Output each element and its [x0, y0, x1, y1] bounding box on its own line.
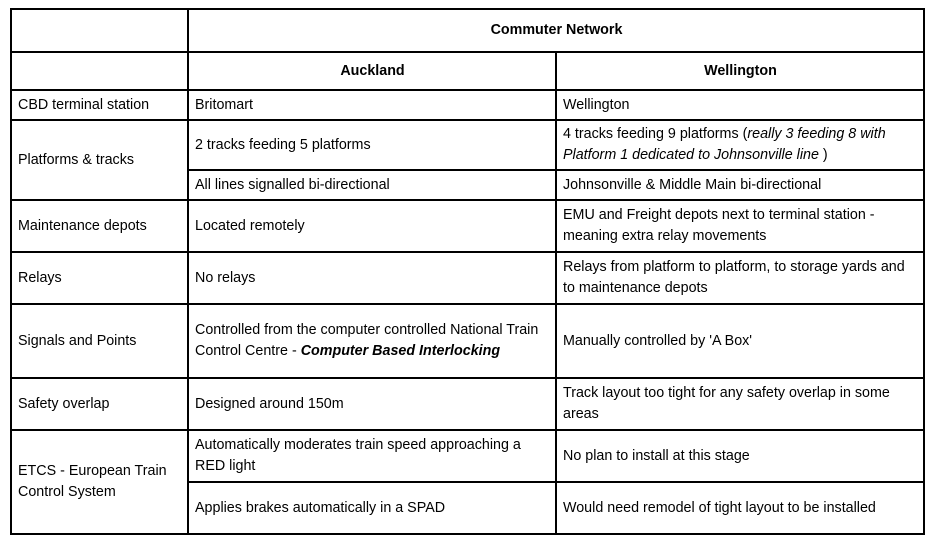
table-corner-blank-2: [10, 51, 189, 91]
row-label-cbd-terminal-station: CBD terminal station: [10, 89, 189, 121]
cell-wellington-relays: Relays from platform to platform, to sto…: [555, 251, 925, 305]
table-corner-blank: [10, 8, 189, 53]
cell-wellington-etcs-remodel: Would need remodel of tight layout to be…: [555, 481, 925, 535]
cell-wellington-signalling-direction: Johnsonville & Middle Main bi-directiona…: [555, 169, 925, 201]
cell-auckland-cbd-terminal-station: Britomart: [187, 89, 557, 121]
auckland-signals-emphasis: Computer Based Interlocking: [300, 343, 501, 359]
cell-auckland-etcs-spad-braking: Applies brakes automatically in a SPAD: [187, 481, 557, 535]
cell-auckland-signalling-direction: All lines signalled bi-directional: [187, 169, 557, 201]
wellington-platforms-italic-note: really 3 feeding 8 with Platform 1 dedic…: [563, 126, 886, 163]
column-header-auckland: Auckland: [187, 51, 557, 91]
spreadsheet-canvas: Commuter Network Auckland Wellington CBD…: [10, 8, 925, 535]
row-label-safety-overlap: Safety overlap: [10, 377, 189, 431]
row-label-signals-and-points: Signals and Points: [10, 303, 189, 379]
column-header-wellington: Wellington: [555, 51, 925, 91]
cell-wellington-cbd-terminal-station: Wellington: [555, 89, 925, 121]
auckland-signals-lead: Controlled from the computer controlled …: [195, 322, 539, 359]
table-column-header-row: Auckland Wellington: [10, 51, 925, 91]
cell-wellington-platforms-tracks: 4 tracks feeding 9 platforms (really 3 f…: [555, 119, 925, 171]
cell-auckland-platforms-tracks: 2 tracks feeding 5 platforms: [187, 119, 557, 171]
wellington-platforms-tail: ): [818, 147, 828, 163]
wellington-platforms-lead: 4 tracks feeding 9 platforms (: [563, 126, 748, 143]
row-label-etcs: ETCS - European Train Control System: [10, 429, 189, 535]
table-row: Safety overlap Designed around 150m Trac…: [10, 377, 925, 431]
cell-wellington-maintenance-depots: EMU and Freight depots next to terminal …: [555, 199, 925, 253]
cell-wellington-etcs-install-plan: No plan to install at this stage: [555, 429, 925, 483]
table-row: Relays No relays Relays from platform to…: [10, 251, 925, 305]
table-title: Commuter Network: [187, 8, 925, 53]
row-label-maintenance-depots: Maintenance depots: [10, 199, 189, 253]
table-row: ETCS - European Train Control System Aut…: [10, 429, 925, 535]
row-label-relays: Relays: [10, 251, 189, 305]
cell-auckland-etcs-speed-moderation: Automatically moderates train speed appr…: [187, 429, 557, 483]
table-row: All lines signalled bi-directional Johns…: [11, 169, 925, 201]
table-row: Platforms & tracks 2 tracks feeding 5 pl…: [10, 119, 925, 201]
cell-auckland-safety-overlap: Designed around 150m: [187, 377, 557, 431]
row-label-platforms-and-tracks: Platforms & tracks: [10, 119, 189, 201]
table-row: Maintenance depots Located remotely EMU …: [10, 199, 925, 253]
cell-auckland-maintenance-depots: Located remotely: [187, 199, 557, 253]
cell-wellington-signals-and-points: Manually controlled by 'A Box': [555, 303, 925, 379]
cell-auckland-relays: No relays: [187, 251, 557, 305]
table-header-title-row: Commuter Network: [10, 8, 925, 53]
table-row: CBD terminal station Britomart Wellingto…: [10, 89, 925, 121]
cell-auckland-signals-and-points: Controlled from the computer controlled …: [187, 303, 557, 379]
cell-wellington-safety-overlap: Track layout too tight for any safety ov…: [555, 377, 925, 431]
commuter-network-comparison-table: Commuter Network Auckland Wellington CBD…: [10, 8, 925, 535]
table-row: Signals and Points Controlled from the c…: [10, 303, 925, 379]
